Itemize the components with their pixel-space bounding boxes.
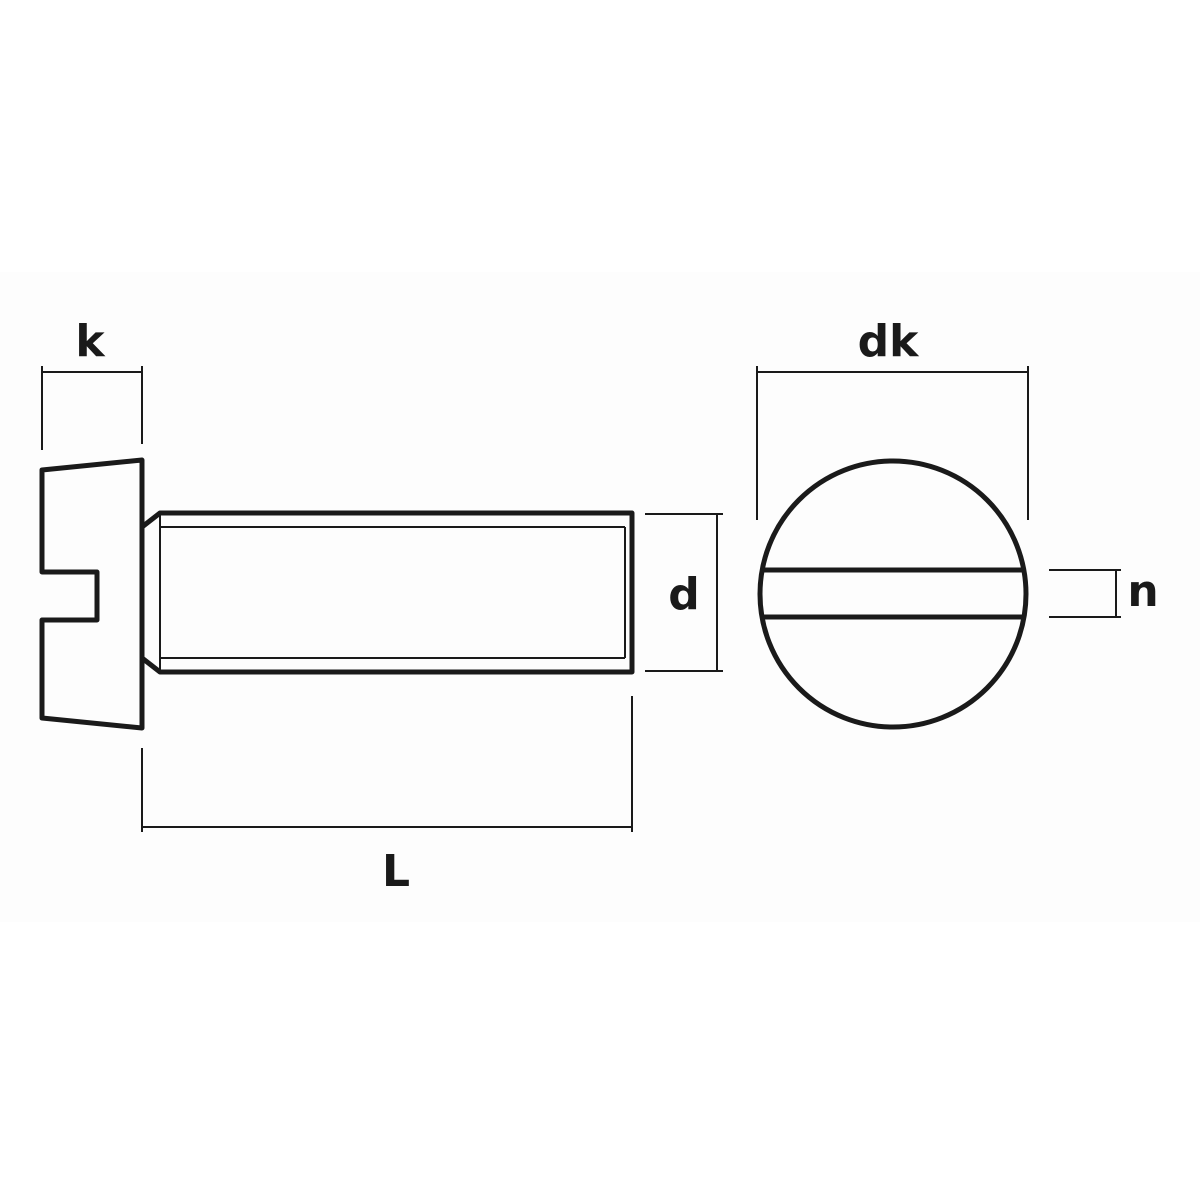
head-circle	[757, 458, 1029, 730]
label-k: k	[75, 316, 106, 367]
drawing-backdrop	[0, 272, 1200, 922]
screw-shank-side-view	[140, 510, 635, 675]
label-d: d	[668, 569, 700, 620]
dimension-k: k	[41, 316, 143, 450]
screw-head-outline	[39, 457, 145, 731]
dimension-dk: dk	[756, 316, 1029, 520]
label-dk: dk	[858, 316, 920, 367]
label-l: L	[382, 846, 410, 897]
label-n: n	[1127, 566, 1158, 617]
dimension-d: d	[645, 513, 723, 672]
screw-head-side-view	[39, 457, 145, 731]
dimension-n: n	[1049, 566, 1159, 618]
screw-head-top-view	[757, 458, 1029, 730]
shank-outline	[140, 510, 635, 675]
dimension-l: L	[141, 696, 633, 897]
